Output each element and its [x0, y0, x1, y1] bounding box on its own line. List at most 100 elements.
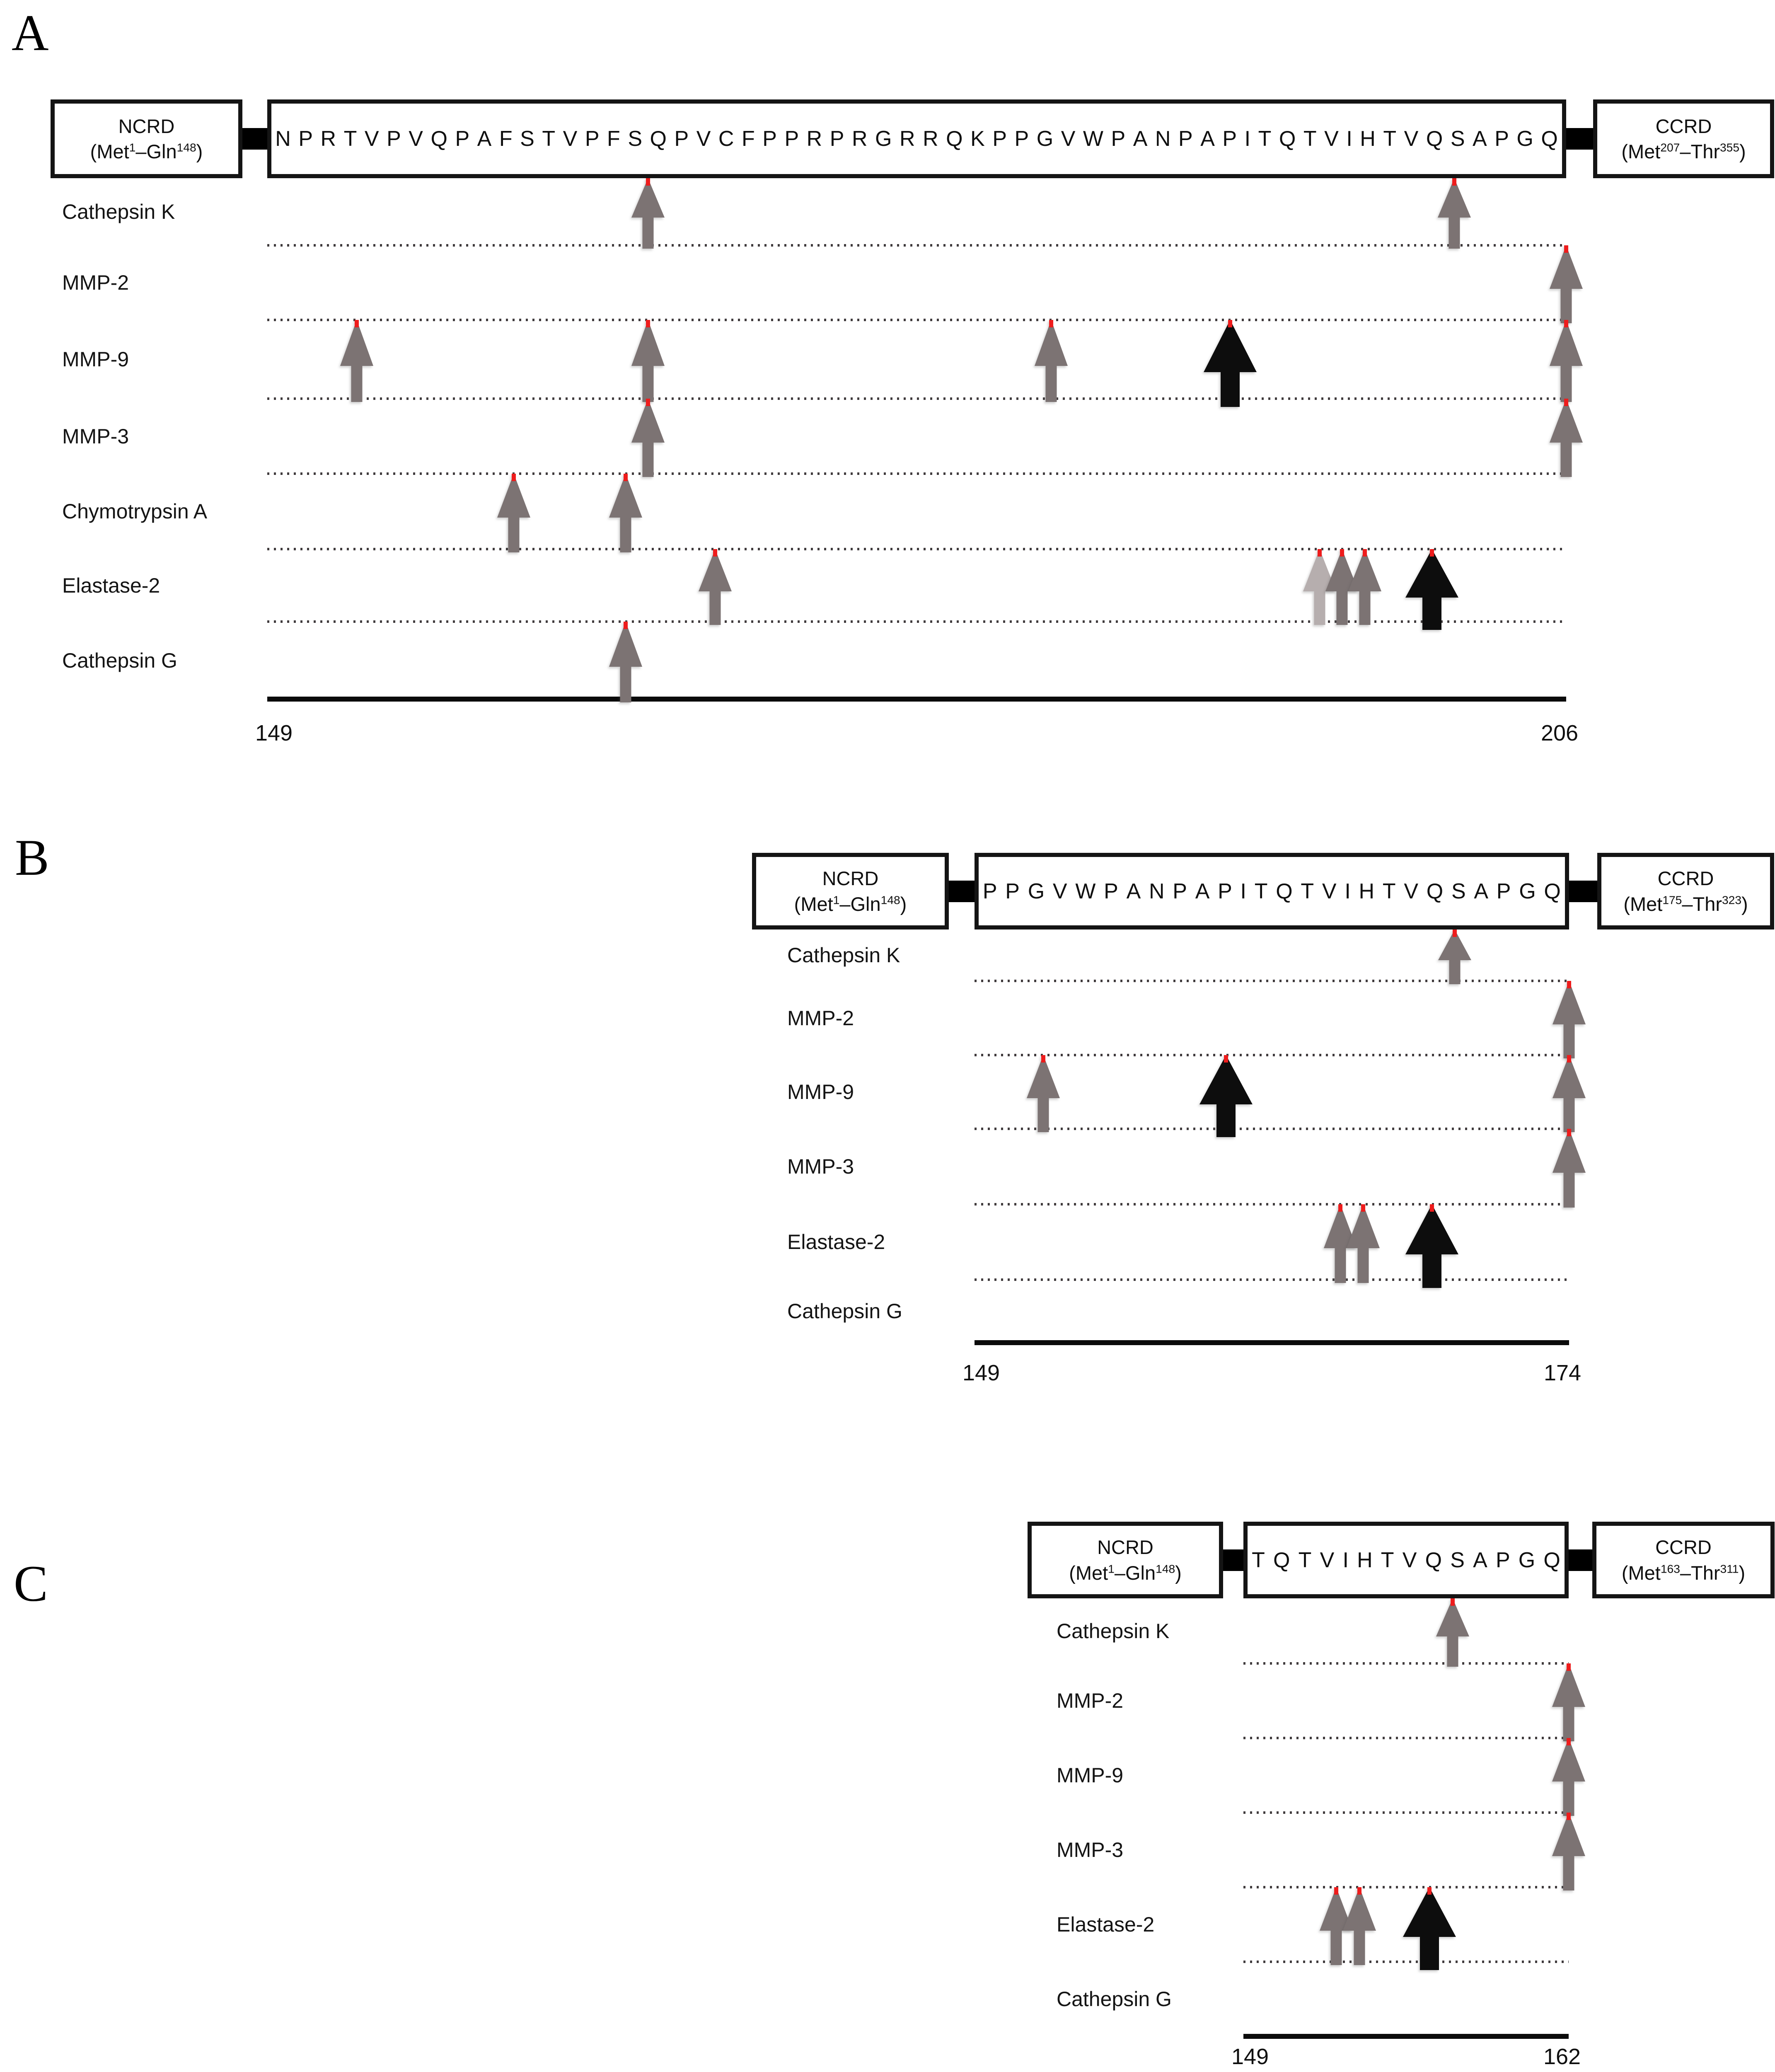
sequence-residue: N [1149, 879, 1165, 903]
sequence-residue: T [343, 127, 357, 151]
sequence-residue: I [1345, 879, 1351, 903]
domain-connector [242, 128, 267, 150]
cleavage-site-tick [1567, 1663, 1571, 1671]
sequence-residue: P [762, 127, 777, 151]
domain-connector [949, 880, 975, 902]
sequence-residue: T [1383, 127, 1397, 151]
cleavage-arrow-gray [1553, 981, 1586, 1058]
cleavage-arrow-gray [1437, 178, 1471, 249]
cleavage-site-tick [1567, 981, 1571, 988]
ccrd-range-end-superscript: 311 [1720, 1561, 1739, 1575]
sequence-residue: V [1404, 127, 1419, 151]
sequence-residue: A [1126, 879, 1141, 903]
cleavage-arrow-gray [1550, 320, 1583, 402]
cleavage-site-tick [646, 320, 650, 327]
sequence-residue: P [784, 127, 799, 151]
domain-connector [1569, 880, 1597, 902]
row-separator-dotted [975, 1203, 1569, 1205]
protease-label-mmp-3: MMP-3 [62, 424, 129, 448]
ccrd-range-post: ) [1741, 893, 1748, 915]
protease-label-mmp-9: MMP-9 [62, 348, 129, 371]
ncrd-range-post: ) [196, 140, 203, 162]
cleavage-arrow-gray [497, 474, 530, 552]
sequence-residue: A [1133, 127, 1148, 151]
sequence-residue: T [542, 127, 556, 151]
sequence-residue: S [520, 127, 534, 151]
protease-label-mmp-2: MMP-2 [787, 1006, 854, 1030]
domain-connector [1569, 1549, 1592, 1571]
ccrd-range-mid: –Thr [1682, 893, 1722, 915]
sequence-residue: V [409, 127, 423, 151]
sequence-residue: P [1178, 127, 1193, 151]
ccrd-range-end-superscript: 323 [1722, 893, 1742, 906]
sequence-residue: F [741, 127, 755, 151]
row-separator-dotted [1243, 1886, 1569, 1888]
protease-label-mmp-3: MMP-3 [787, 1155, 854, 1178]
ccrd-range-pre: (Met [1621, 1561, 1661, 1584]
ncrd-range-mid: –Gln [135, 140, 177, 162]
cleavage-arrow-gray [1436, 1598, 1469, 1667]
cleavage-site-tick [1564, 245, 1568, 253]
ccrd-box: CCRD(Met175–Thr323) [1597, 853, 1774, 929]
ccrd-range-mid: –Thr [1680, 1561, 1720, 1584]
sequence-residue: V [364, 127, 379, 151]
protease-label-mmp-2: MMP-2 [62, 271, 129, 294]
row-separator-dotted [975, 1054, 1569, 1056]
cleavage-arrow-gray [1550, 245, 1583, 323]
sequence-residue: Q [1279, 127, 1296, 151]
cleavage-arrow-gray [1343, 1887, 1376, 1965]
cleavage-arrow-gray [1552, 1663, 1585, 1741]
sequence-residue: G [1518, 1548, 1536, 1572]
sequence-residue: T [1381, 1548, 1394, 1572]
protease-label-cathepsin-g: Cathepsin G [62, 649, 177, 672]
sequence-residue: A [477, 127, 492, 151]
sequence-residue: P [1005, 879, 1020, 903]
sequence-residue: P [1495, 1548, 1510, 1572]
sequence-residue: I [1244, 127, 1251, 151]
row-separator-dotted [975, 980, 1569, 982]
cleavage-arrow-gray [1550, 399, 1583, 477]
ncrd-box: NCRD(Met1–Gln148) [1028, 1522, 1223, 1598]
ccrd-range-pre: (Met [1621, 140, 1661, 162]
cleavage-arrow-gray [631, 399, 665, 477]
sequence-residue: P [1496, 879, 1511, 903]
sequence-residue: P [298, 127, 313, 151]
row-separator-dotted [267, 548, 1566, 550]
sequence-residue: N [1155, 127, 1171, 151]
ncrd-box: NCRD(Met1–Gln148) [752, 853, 949, 929]
ncrd-range: (Met1–Gln148) [90, 139, 203, 164]
cleavage-arrow-gray [1324, 1204, 1357, 1283]
row-separator-dotted [267, 319, 1566, 321]
axis-start-label: 149 [962, 1360, 1000, 1385]
ccrd-range-start-superscript: 163 [1660, 1561, 1680, 1575]
sequence-residue: T [1258, 127, 1272, 151]
cleavage-site-tick [1567, 1055, 1571, 1063]
cleavage-site-tick [1564, 320, 1568, 327]
ccrd-range-start-superscript: 175 [1662, 893, 1682, 906]
sequence-residue: G [1028, 879, 1045, 903]
cleavage-arrow-gray [1026, 1055, 1060, 1132]
cleavage-arrow-gray [1325, 549, 1359, 625]
sequence-residue: V [1061, 127, 1076, 151]
sequence-residue: W [1075, 879, 1096, 903]
sequence-residue: H [1359, 879, 1375, 903]
sequence-residue: A [1195, 879, 1210, 903]
ncrd-range-pre: (Met [90, 140, 129, 162]
sequence-residue: I [1346, 127, 1352, 151]
cleavage-arrow-gray [1552, 1813, 1585, 1890]
sequence-residue: A [1473, 1548, 1487, 1572]
sequence-residue: R [320, 127, 336, 151]
ccrd-range: (Met207–Thr355) [1621, 139, 1746, 164]
row-separator-dotted [975, 1128, 1569, 1130]
ccrd-box: CCRD(Met163–Thr311) [1592, 1522, 1775, 1598]
sequence-residue: T [1303, 127, 1317, 151]
sequence-residue: S [1450, 127, 1465, 151]
cleavage-arrow-gray [1553, 1055, 1586, 1132]
sequence-residue: A [1200, 127, 1215, 151]
sequence-residue: Q [430, 127, 447, 151]
sequence-residue: T [1252, 1548, 1265, 1572]
sequence-residue: Q [1541, 127, 1558, 151]
protease-label-mmp-3: MMP-3 [1057, 1838, 1124, 1861]
cleavage-arrow-gray [1348, 549, 1381, 625]
